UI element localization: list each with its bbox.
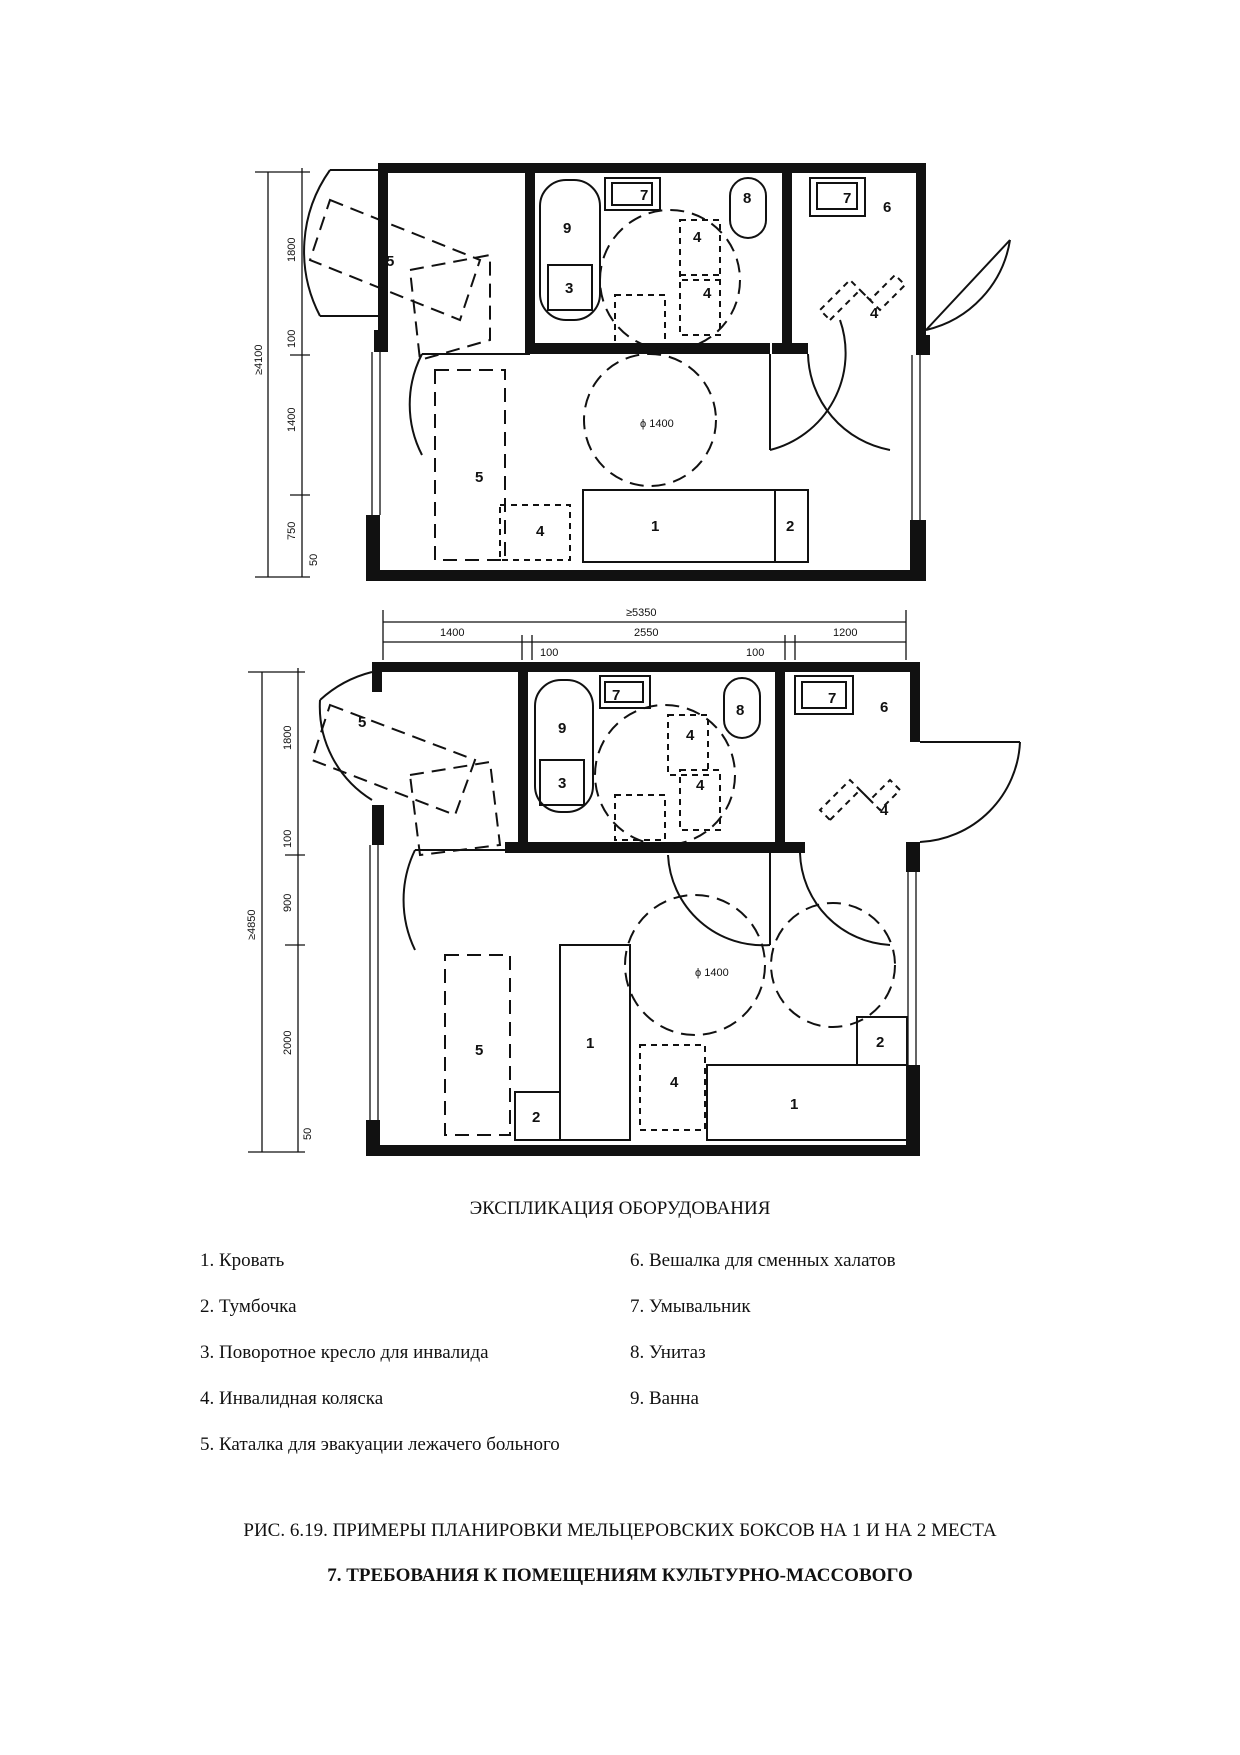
plan2-hdim-total: ≥5350 (626, 607, 657, 619)
plan1-dim-5: 50 (308, 554, 320, 566)
legend-item: 3. Поворотное кресло для инвалида (200, 1342, 489, 1363)
plan2-label-bed-1: 1 (586, 1035, 594, 1052)
plan2-dim-total: ≥4850 (246, 909, 258, 940)
plan2-label-washbasin-2: 7 (828, 690, 836, 707)
plan1-label-wheelchair-4: 4 (536, 523, 545, 540)
plan1-dim-total: ≥4100 (253, 344, 265, 375)
legend-item: 2. Тумбочка (200, 1296, 297, 1317)
legend-item: 9. Ванна (630, 1388, 699, 1409)
plan1-label-wheelchair-1: 4 (693, 229, 702, 246)
plan2-label-chair: 3 (558, 775, 566, 792)
plan-two-bed: 5 5 9 3 7 7 8 6 4 4 4 4 1 1 2 2 ϕ 1400 ≥… (246, 662, 1021, 1156)
plan1-label-nightstand: 2 (786, 518, 794, 535)
legend-item: 6. Вешалка для сменных халатов (630, 1250, 896, 1271)
plan2-hdim-5: 1200 (833, 627, 857, 639)
plan1-label-stretcher-room: 5 (475, 469, 483, 486)
plan2-label-washbasin: 7 (612, 687, 620, 704)
plan2-hdim-3: 2550 (634, 627, 658, 639)
plan2-label-bath: 9 (558, 720, 566, 737)
plan1-circle-label: ϕ 1400 (640, 418, 674, 430)
legend-item: 4. Инвалидная коляска (200, 1388, 384, 1409)
plan-one-bed: 5 5 9 3 7 7 8 6 4 4 4 4 1 2 ϕ 1400 ≥4100… (253, 163, 1011, 581)
plan2-label-hanger: 6 (880, 699, 888, 716)
plan1-label-toilet: 8 (743, 190, 751, 207)
plan2-label-stretcher-room: 5 (475, 1042, 483, 1059)
plan2-hdim-1: 1400 (440, 627, 464, 639)
plan2-horizontal-dims: ≥5350 1400 100 2550 100 1200 (382, 607, 907, 660)
legend-item: 5. Каталка для эвакуации лежачего больно… (200, 1434, 560, 1455)
legend-column-1: 1. Кровать 2. Тумбочка 3. Поворотное кре… (200, 1238, 560, 1468)
section-heading: 7. ТРЕБОВАНИЯ К ПОМЕЩЕНИЯМ КУЛЬТУРНО-МАС… (327, 1565, 913, 1586)
plan2-label-wheelchair-4: 4 (670, 1074, 679, 1091)
plan2-dim-5: 50 (302, 1128, 314, 1140)
plan2-dim-2: 100 (282, 830, 294, 848)
plan1-label-hanger: 6 (883, 199, 891, 216)
plan2-dim-1: 1800 (282, 726, 294, 750)
plan2-circle-label: ϕ 1400 (695, 967, 729, 979)
plan1-dim-3: 1400 (286, 408, 298, 432)
plan2-dim-4: 2000 (282, 1031, 294, 1055)
plan2-label-wheelchair-3: 4 (880, 802, 889, 819)
legend-item: 7. Умывальник (630, 1296, 751, 1317)
legend-item: 1. Кровать (200, 1250, 285, 1271)
plan1-label-bath: 9 (563, 220, 571, 237)
plan2-dim-3: 900 (282, 894, 294, 912)
plan2-hdim-4: 100 (746, 647, 764, 659)
legend-column-2: 6. Вешалка для сменных халатов 7. Умывал… (630, 1238, 896, 1422)
plan1-label-wheelchair-3: 4 (870, 305, 879, 322)
plan2-label-nightstand-1: 2 (532, 1109, 540, 1126)
plan2-label-stretcher-top: 5 (358, 714, 366, 731)
plan2-hdim-2: 100 (540, 647, 558, 659)
plan1-dim-1: 1800 (286, 238, 298, 262)
plan2-label-wheelchair-1: 4 (686, 727, 695, 744)
plan1-label-washbasin-2: 7 (843, 190, 851, 207)
floor-plans-drawing: 5 5 9 3 7 7 8 6 4 4 4 4 1 2 ϕ 1400 ≥4100… (246, 163, 1021, 1156)
legend-title: ЭКСПЛИКАЦИЯ ОБОРУДОВАНИЯ (469, 1198, 771, 1219)
plan1-label-stretcher-top: 5 (386, 253, 394, 270)
plan1-label-washbasin: 7 (640, 187, 648, 204)
plan1-label-bed: 1 (651, 518, 659, 535)
plan1-dim-4: 750 (286, 522, 298, 540)
plan1-label-chair: 3 (565, 280, 573, 297)
figure-caption: РИС. 6.19. ПРИМЕРЫ ПЛАНИРОВКИ МЕЛЬЦЕРОВС… (243, 1520, 997, 1541)
plan2-label-wheelchair-2: 4 (696, 777, 705, 794)
plan1-dim-2: 100 (286, 330, 298, 348)
plan2-label-bed-2: 1 (790, 1096, 798, 1113)
plan1-label-wheelchair-2: 4 (703, 285, 712, 302)
plan2-label-nightstand-2: 2 (876, 1034, 884, 1051)
plan2-label-toilet: 8 (736, 702, 744, 719)
floor-plans: 5 5 9 3 7 7 8 6 4 4 4 4 1 2 ϕ 1400 ≥4100… (246, 163, 1021, 1156)
legend-item: 8. Унитаз (630, 1342, 706, 1363)
